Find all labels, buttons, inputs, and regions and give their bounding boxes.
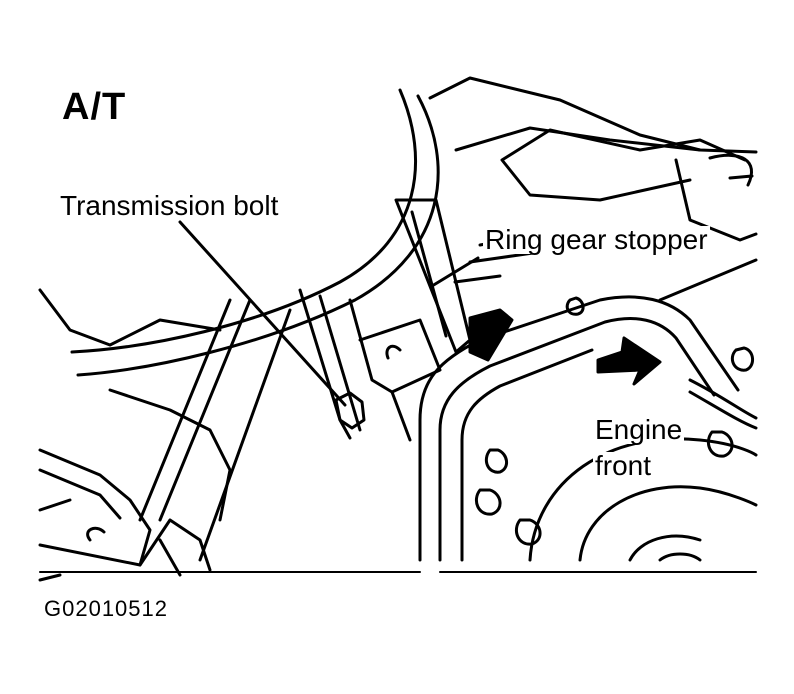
left-block-outline <box>108 388 232 522</box>
stopper-edge <box>410 210 448 338</box>
bracket-upper <box>500 128 747 202</box>
block-right-line <box>674 158 758 242</box>
bracket-detail <box>708 153 754 187</box>
front-cover-outer <box>418 295 740 562</box>
left-bolt-circle <box>86 526 106 542</box>
rib-right <box>318 294 362 432</box>
hook-detail <box>385 344 402 360</box>
lower-bolt-3 <box>484 448 508 474</box>
harness-wire-2 <box>688 390 758 430</box>
pulley-center <box>658 552 702 562</box>
left-mount <box>38 448 152 567</box>
right-bolt <box>707 430 734 458</box>
top-stud <box>565 296 585 316</box>
bracket-mid <box>358 318 442 394</box>
figure-code: G02010512 <box>44 596 168 621</box>
stopper-leader <box>430 256 480 288</box>
lower-bolt-1 <box>475 488 502 516</box>
left-strut-1 <box>138 298 232 522</box>
pulley-hub <box>628 534 702 562</box>
engine-front-arrow <box>596 336 662 386</box>
left-strut-2 <box>158 298 252 522</box>
engine-block-top <box>428 76 758 154</box>
left-mount-inner <box>38 468 122 520</box>
harness-wire-1 <box>688 378 758 420</box>
transmission-bolt-head <box>334 391 366 430</box>
diagram-title: A/T <box>62 86 127 128</box>
ring-gear-stopper-plate <box>394 198 472 354</box>
engine-front-label-line2: front <box>593 450 654 481</box>
right-stud <box>730 346 754 372</box>
front-cover-inner-2 <box>460 348 594 562</box>
lower-bolt-2 <box>515 518 542 546</box>
transmission-bolt-leader <box>178 220 347 407</box>
flywheel-housing-inner <box>70 88 417 354</box>
ring-gear-stopper-label: Ring gear stopper <box>483 224 710 255</box>
rib-mid <box>348 298 412 442</box>
pulley-inner <box>578 485 758 562</box>
left-strut-3 <box>198 308 292 562</box>
front-cover-inner <box>438 317 716 562</box>
left-frame <box>38 288 222 347</box>
engine-front-label-line1: Engine <box>593 414 685 445</box>
flywheel-housing-outer <box>76 94 440 377</box>
left-lower-lines <box>38 498 212 582</box>
transmission-bolt-label: Transmission bolt <box>60 190 279 221</box>
